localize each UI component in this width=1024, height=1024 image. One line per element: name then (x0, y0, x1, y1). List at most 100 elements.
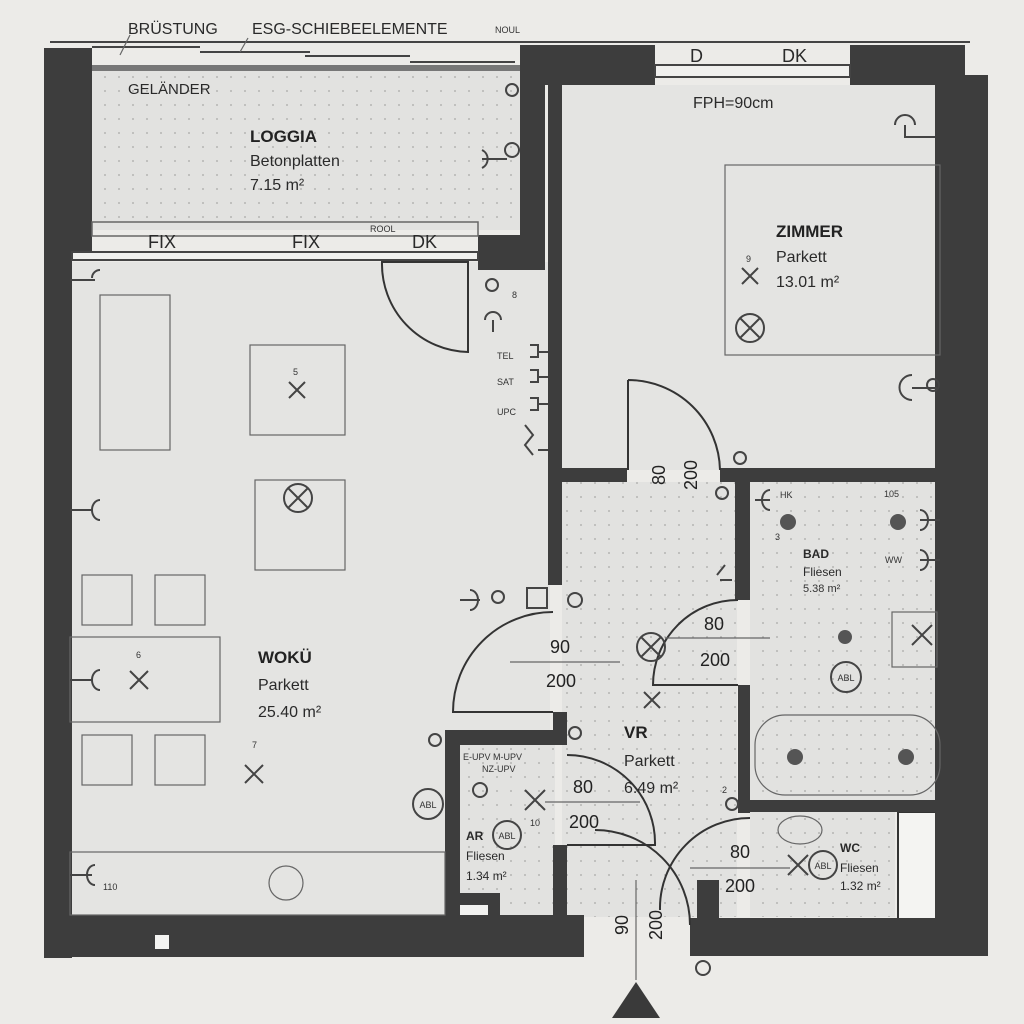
loggia-floor (90, 70, 520, 230)
room-loggia: LOGGIA Betonplatten 7.15 m² (250, 127, 340, 194)
window-d-dk (654, 64, 851, 78)
dim-door-zimmer: 80 200 (649, 460, 701, 490)
room-floor: Parkett (258, 677, 309, 694)
light-cross-icon (911, 624, 933, 646)
gelaender-bar (92, 65, 520, 71)
light-cross-icon (129, 670, 149, 690)
label-fph: FPH=90cm (693, 95, 773, 112)
drain-icon (838, 630, 852, 644)
marker-8: 8 (512, 290, 517, 300)
doors (380, 261, 751, 926)
marker-7: 7 (252, 740, 257, 750)
wall-loggia-right (520, 45, 545, 270)
room-area: 7.15 m² (250, 177, 305, 194)
label-bruestung: BRÜSTUNG (128, 20, 218, 38)
room-floor: Fliesen (803, 565, 842, 579)
drain-icon (890, 514, 906, 530)
wall-zimmer-left (548, 85, 562, 585)
wall-bad-left-b (738, 685, 750, 813)
label-window-d: D (690, 46, 703, 66)
wall-bad-left-a (735, 482, 750, 600)
entrance-arrow-icon (612, 982, 660, 1018)
drain-icon (787, 749, 803, 765)
door-width: 80 (649, 465, 669, 485)
dim-door-ar: 80 200 (545, 777, 640, 832)
room-floor: Parkett (776, 249, 827, 266)
wall-bottom-right (690, 918, 988, 956)
door-bad (651, 599, 739, 686)
room-ar: AR Fliesen 1.34 m² (466, 829, 507, 883)
marker-10: 10 (530, 818, 540, 828)
door-width: 90 (612, 915, 632, 935)
door-entrance (594, 829, 691, 926)
meter-box (697, 880, 719, 918)
furniture (69, 164, 941, 916)
abl-marker: ABL (492, 820, 522, 850)
room-name: ZIMMER (776, 222, 843, 241)
abl-marker: ABL (412, 788, 444, 820)
room-name: WOKÜ (258, 648, 312, 667)
room-floor: Fliesen (466, 849, 505, 863)
window-fix-fix-dk (71, 251, 479, 261)
wall-ar-right-a (553, 712, 567, 745)
room-name: BAD (803, 547, 829, 561)
label-dk-loggia: DK (412, 232, 437, 252)
room-name: WC (840, 841, 860, 855)
door-height: 200 (546, 671, 576, 691)
room-area: 5.38 m² (803, 583, 841, 595)
room-area: 25.40 m² (258, 704, 322, 721)
door-height: 200 (700, 650, 730, 670)
drain-icon (898, 749, 914, 765)
door-dimensions: 80 200 90 200 80 200 80 200 80 200 90 20… (510, 460, 790, 980)
wall-right-outer (960, 75, 988, 955)
label-noul: NOUL (495, 25, 520, 35)
vr-floor (562, 482, 737, 917)
room-floor: Parkett (624, 753, 675, 770)
room-name: AR (466, 829, 484, 843)
label-sat: SAT (497, 377, 514, 387)
wall-corner (478, 235, 545, 270)
label-fix-1: FIX (148, 232, 176, 252)
wall-bottom-left (44, 915, 584, 957)
abl-marker: ABL (830, 661, 862, 693)
label-110: 110 (103, 882, 117, 892)
wall-top-a (545, 45, 655, 85)
dim-door-wokue: 90 200 (510, 637, 620, 691)
door-wokue (451, 611, 554, 713)
light-cross-icon (787, 854, 809, 876)
light-cross-icon (244, 764, 264, 784)
door-width: 80 (704, 614, 724, 634)
room-zimmer: ZIMMER Parkett 13.01 m² (776, 222, 843, 291)
bottom-notch (155, 935, 169, 949)
wall-zimmer-bottom-b (720, 468, 940, 482)
room-floor: Fliesen (840, 861, 879, 875)
wall-loggia-left (72, 48, 92, 258)
wall-zimmer-bottom-a (562, 468, 627, 482)
ceiling-light-icon (636, 632, 666, 662)
light-cross-icon (643, 691, 661, 709)
dim-door-wc: 80 200 (690, 842, 790, 896)
marker-5: 5 (293, 367, 298, 377)
electrical: ABL ABL ABL ABL (70, 83, 940, 886)
door-zimmer (627, 379, 721, 471)
label-gelaender: GELÄNDER (128, 81, 211, 98)
room-area: 1.32 m² (840, 879, 881, 893)
label-tel: TEL (497, 351, 514, 361)
abl-label: ABL (419, 800, 436, 810)
door-height: 200 (725, 876, 755, 896)
loggia-railing (50, 34, 970, 261)
wall-ar-left (445, 745, 460, 920)
label-ww: WW (885, 555, 902, 565)
room-floor: Betonplatten (250, 153, 340, 170)
room-vr: VR Parkett 6.49 m² (624, 723, 679, 797)
door-height: 200 (646, 910, 666, 940)
room-bad: BAD Fliesen 5.38 m² (803, 547, 842, 595)
dim-door-bad: 80 200 (665, 614, 770, 670)
dim-door-entrance: 90 200 (612, 880, 666, 980)
room-wc: WC Fliesen 1.32 m² (840, 841, 881, 893)
abl-marker: ABL (808, 850, 838, 880)
drain-icon (780, 514, 796, 530)
light-cross-icon (741, 267, 759, 285)
room-labels: LOGGIA Betonplatten 7.15 m² ZIMMER Parke… (250, 127, 881, 893)
